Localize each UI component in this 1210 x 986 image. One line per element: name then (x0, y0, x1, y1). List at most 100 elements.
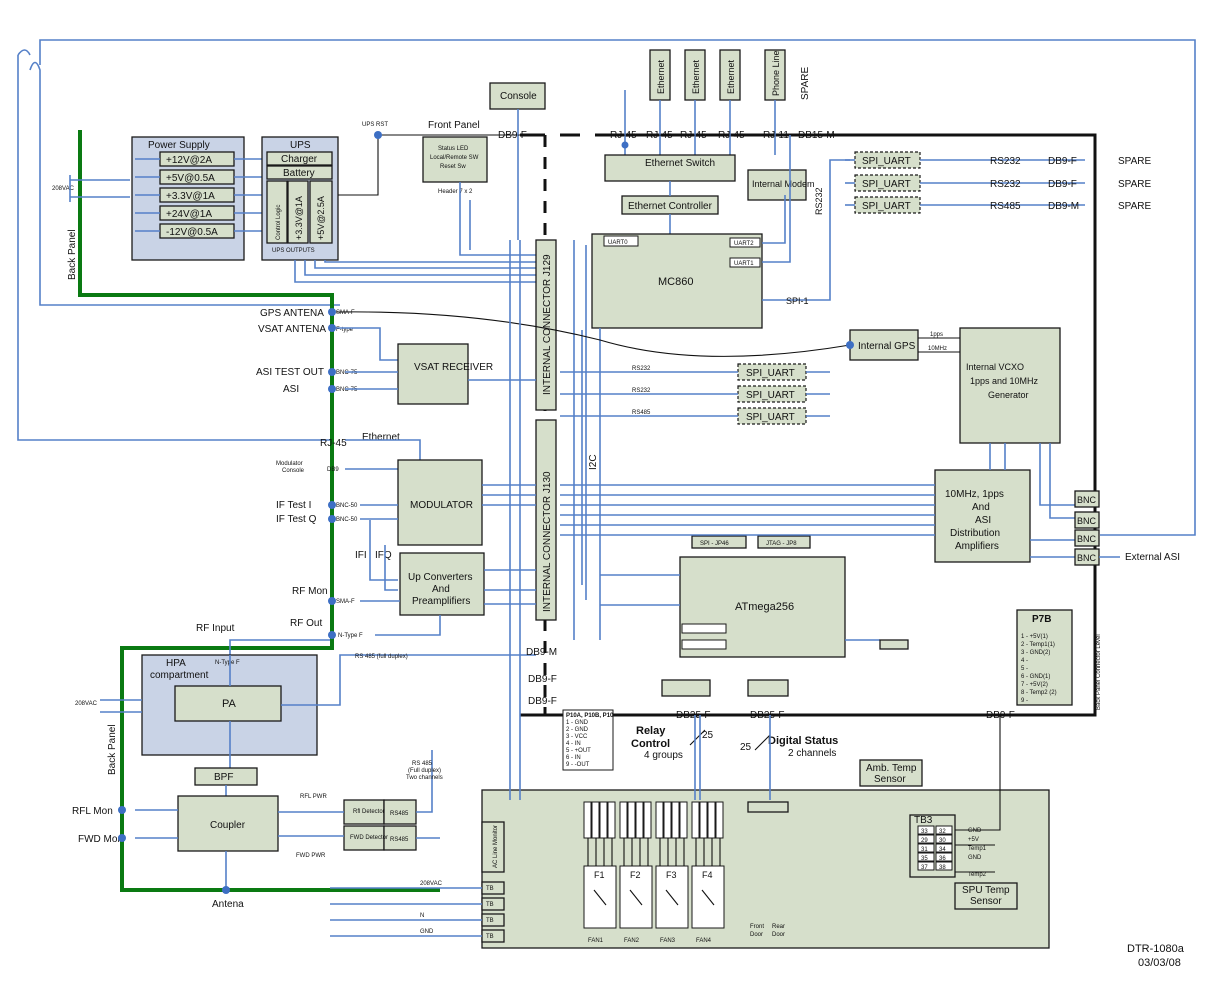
coupler-box (177, 795, 279, 852)
relay-panel (481, 789, 1050, 949)
db9-modulator-label: DB9 (327, 467, 339, 473)
db25f-relay-label: DB25-F (676, 710, 710, 721)
up-converters-label: Up Converters (408, 572, 472, 583)
svg-text:And: And (972, 502, 990, 513)
spare-top-label: SPARE (800, 67, 811, 100)
modulator-box (397, 459, 483, 546)
tb-pin (699, 801, 708, 839)
db25f-status-label: DB25-F (750, 710, 784, 721)
svg-text:Preamplifiers: Preamplifiers (412, 596, 470, 607)
external-asi-label: External ASI (1125, 552, 1180, 563)
rf-out-ntype-label: N-Type F (338, 633, 363, 639)
svg-text:(Full duplex): (Full duplex) (408, 768, 441, 774)
spi-jp46-label: SPI - JP46 (700, 541, 729, 547)
tb-pin (643, 801, 652, 839)
spi-uart-mid-label: SPI_UART (746, 368, 795, 379)
rf-mon-label: RF Mon (292, 586, 328, 597)
vsat-receiver-box (397, 343, 469, 405)
tb-terminal-label: TB (486, 886, 494, 892)
tb-terminal-label: TB (486, 918, 494, 924)
ethernet-switch-box (604, 154, 736, 182)
j130-label: INTERNAL CONNECTOR J130 (542, 471, 553, 612)
p10-row: 9 - -OUT (566, 762, 590, 768)
rf-input-label: RF Input (196, 623, 235, 634)
rf-out-label: RF Out (290, 618, 322, 629)
rs485-full-duplex-label: RS 485 (full duplex) (355, 654, 408, 660)
p7b-row: 6 - GND(1) (1021, 674, 1050, 680)
vcxo-label: Internal VCXO (966, 362, 1024, 372)
control-logic-label: Control Logic (276, 205, 282, 240)
query-box (879, 639, 909, 650)
p7b-row: 3 - GND(2) (1021, 650, 1050, 656)
svg-text:Door: Door (772, 932, 785, 938)
tb3-pin (935, 834, 953, 844)
ups-rst-label: UPS RST (362, 122, 388, 128)
atmega-uart-2 (681, 639, 727, 650)
spi-jp46-box (691, 535, 747, 549)
p7b-table (1016, 609, 1073, 706)
tb-input-label: 208VAC (420, 881, 443, 887)
spi-uart-mid-label: SPI_UART (746, 390, 795, 401)
doc-date-label: 03/03/08 (1138, 957, 1181, 969)
tb3-5v-label: +5V (968, 837, 979, 843)
uart2-label: UART2 (734, 241, 754, 247)
p10-row: 5 - +OUT (566, 748, 591, 754)
modulator-console-label-2: Console (282, 468, 305, 474)
bnc-2-label: BNC (1077, 516, 1097, 526)
tb3-pin (935, 843, 953, 853)
ps-rail-label: +5V@0.5A (166, 173, 215, 184)
jack-label-phone_line: Phone Line (771, 50, 781, 96)
front-panel-boundary (520, 133, 1097, 717)
spi-mid-protocol: RS485 (632, 410, 651, 416)
relay-25-label: 25 (702, 730, 714, 741)
vsat-receiver-label: VSAT RECEIVER (414, 362, 493, 373)
jack-label-ethernet_a: Ethernet (656, 59, 666, 94)
connector-j129 (535, 239, 557, 411)
ps-rail-label: +24V@1A (166, 209, 212, 220)
ac-line-monitor-box (481, 821, 505, 873)
dist-amp-label: 10MHz, 1pps (945, 489, 1004, 500)
atmega-uart-1 (681, 623, 727, 634)
tb3-gnd2-label: GND (968, 855, 982, 861)
tb-pin (671, 801, 680, 839)
jack-label-ethernet_c: Ethernet (726, 59, 736, 94)
reset-sw-label: Reset Sw (440, 164, 466, 170)
pa-box (174, 685, 282, 722)
ups-outputs-label: UPS OUTPUTS (272, 248, 315, 254)
db9f-p10c-label: DB9-F (528, 696, 557, 707)
tb3-pin (935, 852, 953, 862)
hpa-ntype-label: N-Type F (215, 660, 240, 666)
j129-label: INTERNAL CONNECTOR J129 (542, 254, 553, 395)
vcxo-box (959, 327, 1061, 444)
ups-label: UPS (290, 140, 311, 151)
ups-5v-box (309, 180, 333, 244)
spu-temp-label: SPU Temp (962, 885, 1010, 896)
p7b-row: 2 - Temp1(1) (1021, 642, 1055, 648)
svg-text:Distribution: Distribution (950, 528, 1000, 539)
relay-groups-label: 4 groups (644, 750, 683, 761)
back-panel-boundary (78, 130, 440, 892)
console-box (489, 82, 546, 110)
back-panel-level-label: Back Panel Connector Level (1096, 634, 1102, 710)
gps-1pps-label: 1pps (930, 332, 943, 338)
bnc75-label-1: BNC-75 (336, 370, 358, 376)
p10-row: P10A, P10B, P10 (566, 713, 614, 719)
svg-text:And: And (432, 584, 450, 595)
status-inputs-box (747, 679, 789, 697)
spu-temp-box (954, 882, 1018, 910)
tb-terminal-label: TB (486, 902, 494, 908)
tb3-pin (935, 861, 953, 871)
ups-33v-label: +3.3V@1A (294, 196, 304, 240)
spi-right-protocol: RS232 (990, 179, 1021, 190)
uart0-label: UART0 (608, 240, 628, 246)
rs232-vertical-label: RS232 (814, 187, 824, 215)
p10-row: 3 - VCC (566, 734, 588, 740)
spi-uart-right-label: SPI_UART (862, 201, 911, 212)
console-label: Console (500, 91, 537, 102)
spi-uart-mid-label: SPI_UART (746, 412, 795, 423)
relay-label: F1 (594, 870, 605, 880)
fan-label: FAN3 (660, 938, 676, 944)
p10-row: 1 - GND (566, 720, 589, 726)
digital-status-label: Digital Status (768, 735, 838, 747)
